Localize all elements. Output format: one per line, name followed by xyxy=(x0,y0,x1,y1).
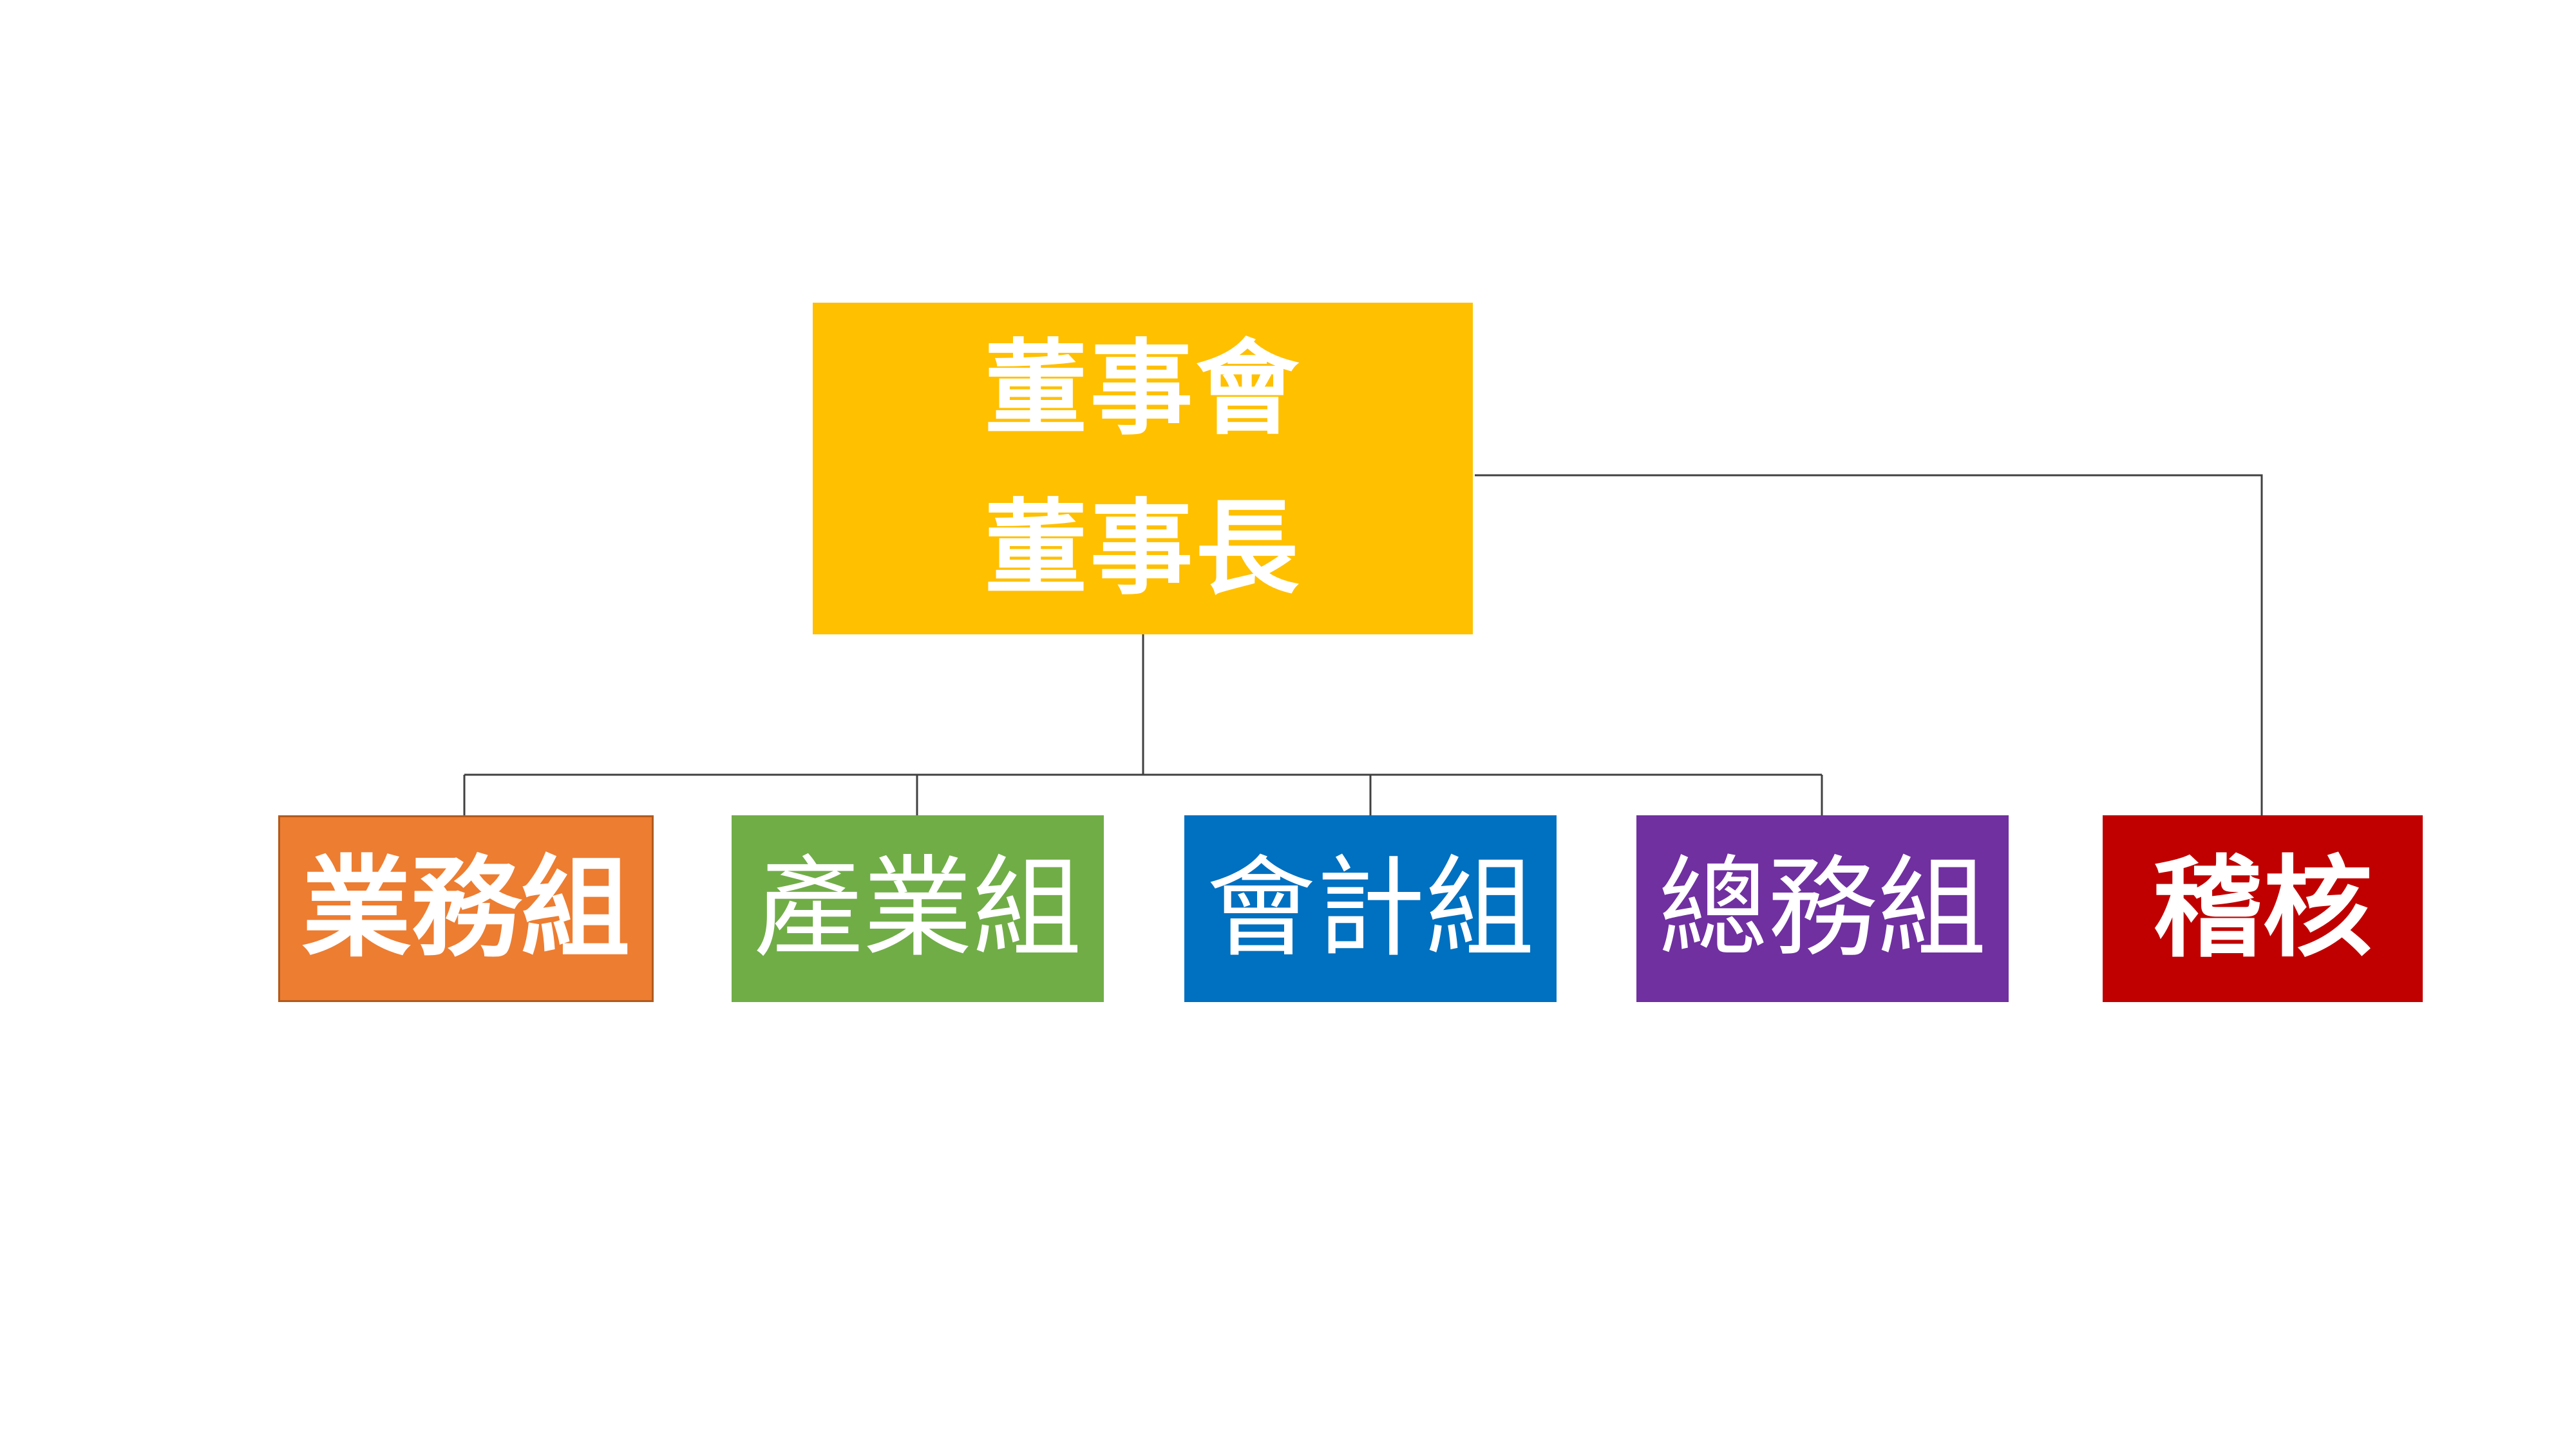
audit-node: 稽核 xyxy=(2103,815,2423,1002)
department-node-accounting: 會計組 xyxy=(1184,815,1557,1002)
department-node-sales: 業務組 xyxy=(278,815,654,1002)
board-label: 董事會 xyxy=(984,328,1302,449)
department-label: 業務組 xyxy=(301,845,630,972)
department-label: 會計組 xyxy=(1206,845,1535,972)
audit-label: 稽核 xyxy=(2153,845,2372,972)
department-label: 總務組 xyxy=(1658,845,1987,972)
department-label: 產業組 xyxy=(753,845,1082,972)
department-node-general-affairs: 總務組 xyxy=(1636,815,2009,1002)
department-node-industry: 產業組 xyxy=(732,815,1104,1002)
board-node: 董事會 董事長 xyxy=(813,303,1473,634)
connector-audit xyxy=(1475,474,2263,815)
chairman-label: 董事長 xyxy=(984,488,1302,609)
